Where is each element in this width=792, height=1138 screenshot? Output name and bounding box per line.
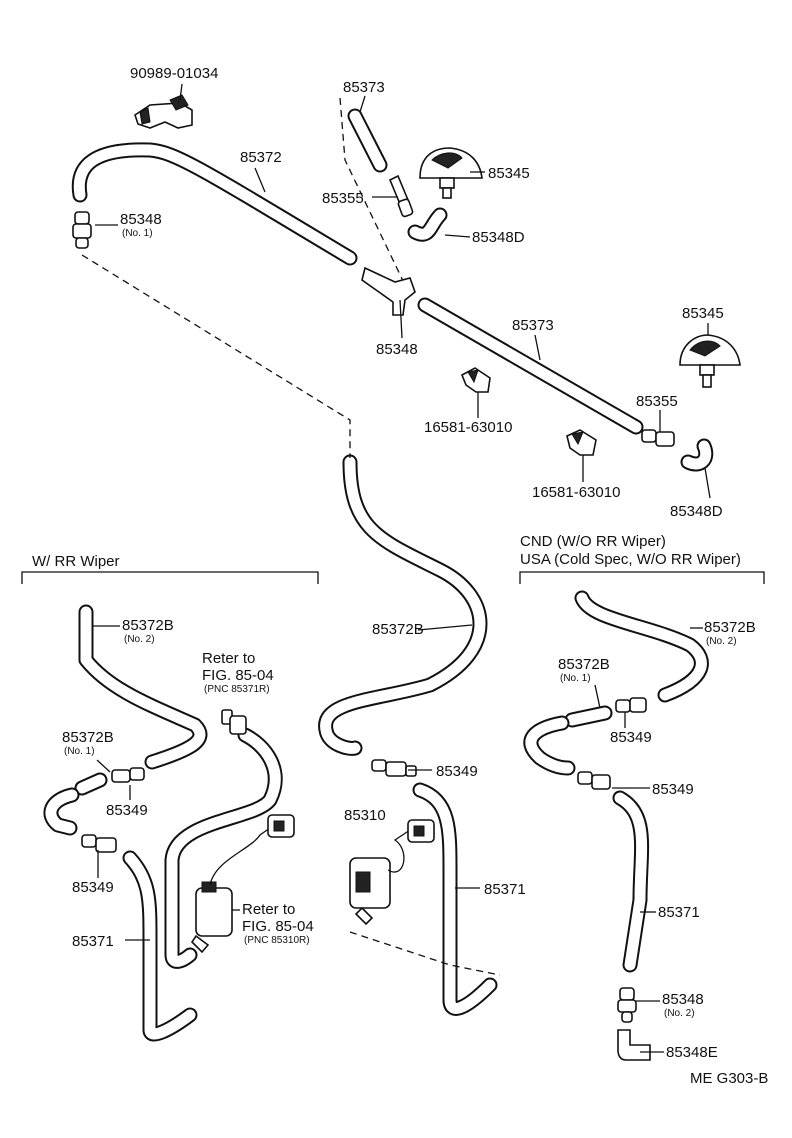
label-85373-mid: 85373 — [512, 317, 554, 334]
label-85348-tee: 85348 — [376, 341, 418, 358]
label-right-85349-b: 85349 — [652, 781, 694, 798]
joint-85355-top-icon — [388, 174, 414, 218]
label-refer-2-line2: FIG. 85-04 — [242, 918, 314, 935]
hose-85372b-no2-right — [574, 590, 709, 703]
label-85310: 85310 — [344, 807, 386, 824]
joint-85349-center-icon — [371, 759, 417, 777]
joint-85355-right-icon — [641, 429, 675, 447]
guide-lines — [81, 97, 501, 976]
hose-bend-left — [43, 787, 80, 836]
label-85372: 85372 — [240, 149, 282, 166]
hose-85371-right — [612, 790, 650, 973]
washer-motor-85310-icon — [349, 819, 435, 926]
label-16581-63010-b: 16581-63010 — [532, 484, 620, 501]
label-85345-right: 85345 — [682, 305, 724, 322]
label-left-85372b-no2-sub: (No. 2) — [124, 634, 155, 645]
label-85372b-center: 85372B — [372, 621, 424, 638]
label-90989-01034: 90989-01034 — [130, 65, 218, 82]
label-85349-center: 85349 — [436, 763, 478, 780]
label-right-85372b-no2: 85372B — [704, 619, 756, 636]
label-right-85348e: 85348E — [666, 1044, 718, 1061]
label-85345-top: 85345 — [488, 165, 530, 182]
header-w-rr-wiper: W/ RR Wiper — [32, 553, 120, 570]
label-16581-63010-a: 16581-63010 — [424, 419, 512, 436]
label-right-85372b-no1-sub: (No. 1) — [560, 673, 591, 684]
label-left-85372b-no1: 85372B — [62, 729, 114, 746]
elbow-85348e-icon — [617, 1029, 651, 1061]
components — [72, 94, 741, 1061]
label-refer-1-line2: FIG. 85-04 — [202, 667, 274, 684]
label-right-85349-a: 85349 — [610, 729, 652, 746]
clip-16581-first-icon — [460, 367, 491, 393]
label-right-85348-no2: 85348 — [662, 991, 704, 1008]
hose-85371-left — [122, 850, 198, 1042]
hose-85372b-center — [318, 454, 488, 756]
clip-16581-second-icon — [566, 429, 597, 456]
label-right-85372b-no1: 85372B — [558, 656, 610, 673]
label-left-85371: 85371 — [72, 933, 114, 950]
labels: 90989-01034 85373 85372 85345 85355 8534… — [32, 65, 768, 1087]
washer-nozzle-85345-right-icon — [679, 334, 741, 388]
label-85371-center: 85371 — [484, 881, 526, 898]
tee-joint-85348-icon — [361, 266, 416, 316]
label-85348-no1-sub: (No. 1) — [122, 228, 153, 239]
joint-85349-right-b-icon — [577, 771, 611, 790]
label-refer-1-sub: (PNC 85371R) — [204, 684, 270, 695]
label-85355-top: 85355 — [322, 190, 364, 207]
label-left-85372b-no1-sub: (No. 1) — [64, 746, 95, 757]
hose-85372b-no2-left — [78, 604, 208, 770]
label-refer-2-line1: Reter to — [242, 901, 295, 918]
hose-85371-center — [412, 782, 498, 1016]
header-usa: USA (Cold Spec, W/O RR Wiper) — [520, 551, 741, 568]
connector-rr-wiper-left-icon — [221, 709, 247, 735]
label-85348-no1: 85348 — [120, 211, 162, 228]
figure-code: ME G303-B — [690, 1070, 768, 1087]
joint-85349-left-b-icon — [81, 834, 117, 853]
label-left-85372b-no2: 85372B — [122, 617, 174, 634]
hose-rr-wiper-left — [164, 727, 283, 969]
header-cnd: CND (W/O RR Wiper) — [520, 533, 666, 550]
hose-85373-mid — [417, 297, 644, 435]
label-85355-right: 85355 — [636, 393, 678, 410]
label-refer-1-line1: Reter to — [202, 650, 255, 667]
label-85348d-right: 85348D — [670, 503, 723, 520]
label-right-85348-no2-sub: (No. 2) — [664, 1008, 695, 1019]
label-left-85349-b: 85349 — [72, 879, 114, 896]
label-right-85371: 85371 — [658, 904, 700, 921]
elbow-85348d-right-icon — [680, 438, 714, 472]
check-valve-85348-no1-icon — [72, 211, 92, 249]
elbow-85348d-top-icon — [407, 207, 448, 242]
joint-85349-right-a-icon — [615, 697, 647, 713]
label-85348d-top: 85348D — [472, 229, 525, 246]
hose-85372 — [71, 142, 358, 266]
check-valve-85348-no2-icon — [617, 987, 637, 1023]
joint-85349-left-a-icon — [111, 767, 145, 783]
washer-nozzle-85345-top-icon — [419, 147, 483, 199]
hose-85373-top — [347, 108, 388, 173]
washer-motor-rr-left-icon — [190, 814, 295, 954]
label-refer-2-sub: (PNC 85310R) — [244, 935, 310, 946]
label-85373-top: 85373 — [343, 79, 385, 96]
leader-lines — [93, 83, 711, 1053]
hose-85372b-no1-right — [564, 705, 613, 728]
section-brackets — [21, 571, 765, 584]
label-left-85349-a: 85349 — [106, 802, 148, 819]
hose-bend-right — [523, 715, 576, 776]
hose-85372b-no1-left — [74, 772, 108, 796]
label-right-85372b-no2-sub: (No. 2) — [706, 636, 737, 647]
clip-90989-icon — [134, 94, 193, 129]
